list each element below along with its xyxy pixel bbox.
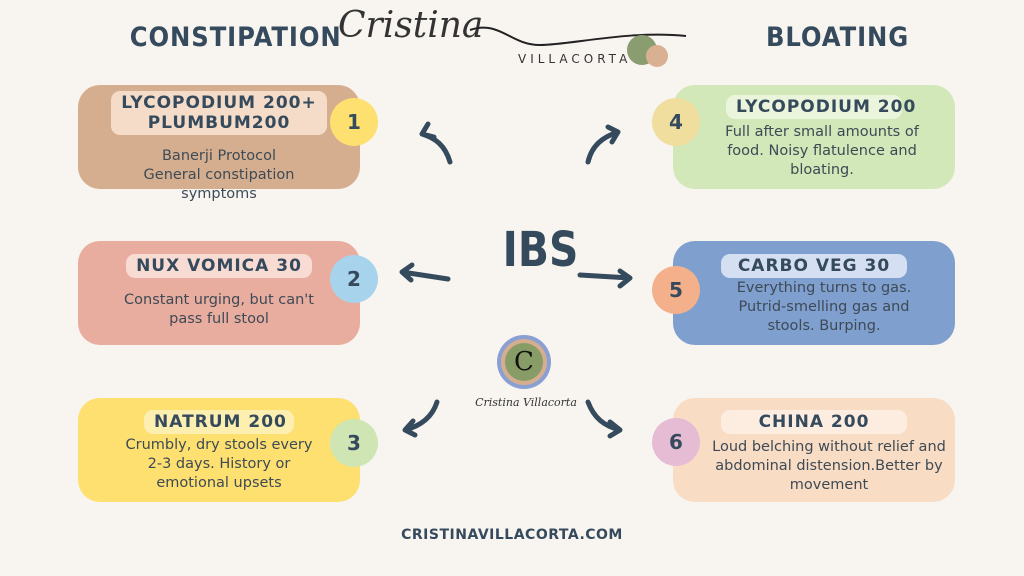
arrow-1 — [419, 121, 453, 165]
card-text: Everything turns to gas. Putrid-smelling… — [736, 280, 912, 334]
center-badge: C — [497, 335, 551, 389]
constipation-heading: CONSTIPATION — [129, 22, 342, 53]
card-text: Loud belching without relief and abdomin… — [712, 439, 946, 493]
badge-caption: Cristina Villacorta — [475, 396, 577, 409]
card-title: LYCOPODIUM 200 — [726, 95, 915, 119]
number-badge-6: 6 — [652, 418, 700, 466]
brand-logo: Cristina VILLACORTA — [330, 0, 690, 80]
card-3: NATRUM 200 Crumbly, dry stools every 2-3… — [78, 398, 360, 502]
number-badge-4: 4 — [652, 98, 700, 146]
arrow-5 — [577, 268, 633, 289]
card-6: CHINA 200 Loud belching without relief a… — [673, 398, 955, 502]
card-title: CHINA 200 — [721, 410, 907, 434]
card-text: Banerji Protocol General constipation sy… — [143, 148, 295, 202]
number-badge-1: 1 — [330, 98, 378, 146]
number-badge-5: 5 — [652, 266, 700, 314]
card-title: LYCOPODIUM 200+ PLUMBUM200 — [111, 91, 327, 135]
bloating-heading: BLOATING — [765, 22, 910, 53]
logo-swoosh — [469, 26, 687, 67]
number-badge-3: 3 — [330, 419, 378, 467]
card-text: Full after small amounts of food. Noisy … — [725, 124, 919, 178]
card-text: Constant urging, but can't pass full sto… — [124, 292, 314, 327]
card-4: LYCOPODIUM 200 Full after small amounts … — [673, 85, 955, 189]
badge-letter: C — [505, 343, 543, 381]
card-title: CARBO VEG 30 — [721, 254, 907, 278]
arrow-6 — [585, 399, 623, 439]
arrow-3 — [402, 399, 440, 438]
logo-sub: VILLACORTA — [518, 52, 632, 66]
card-text: Crumbly, dry stools every 2-3 days. Hist… — [125, 437, 313, 491]
website-link[interactable]: CRISTINAVILLACORTA.COM — [401, 527, 623, 543]
arrow-4 — [585, 124, 621, 165]
card-title: NUX VOMICA 30 — [126, 254, 312, 278]
card-5: CARBO VEG 30 Everything turns to gas. Pu… — [673, 241, 955, 345]
number-badge-2: 2 — [330, 255, 378, 303]
logo-script: Cristina — [338, 5, 484, 46]
card-title: NATRUM 200 — [144, 410, 294, 434]
card-2: NUX VOMICA 30 Constant urging, but can't… — [78, 241, 360, 345]
ibs-title: IBS — [502, 222, 579, 278]
arrow-2 — [399, 262, 451, 283]
card-1: LYCOPODIUM 200+ PLUMBUM200 Banerji Proto… — [78, 85, 360, 202]
